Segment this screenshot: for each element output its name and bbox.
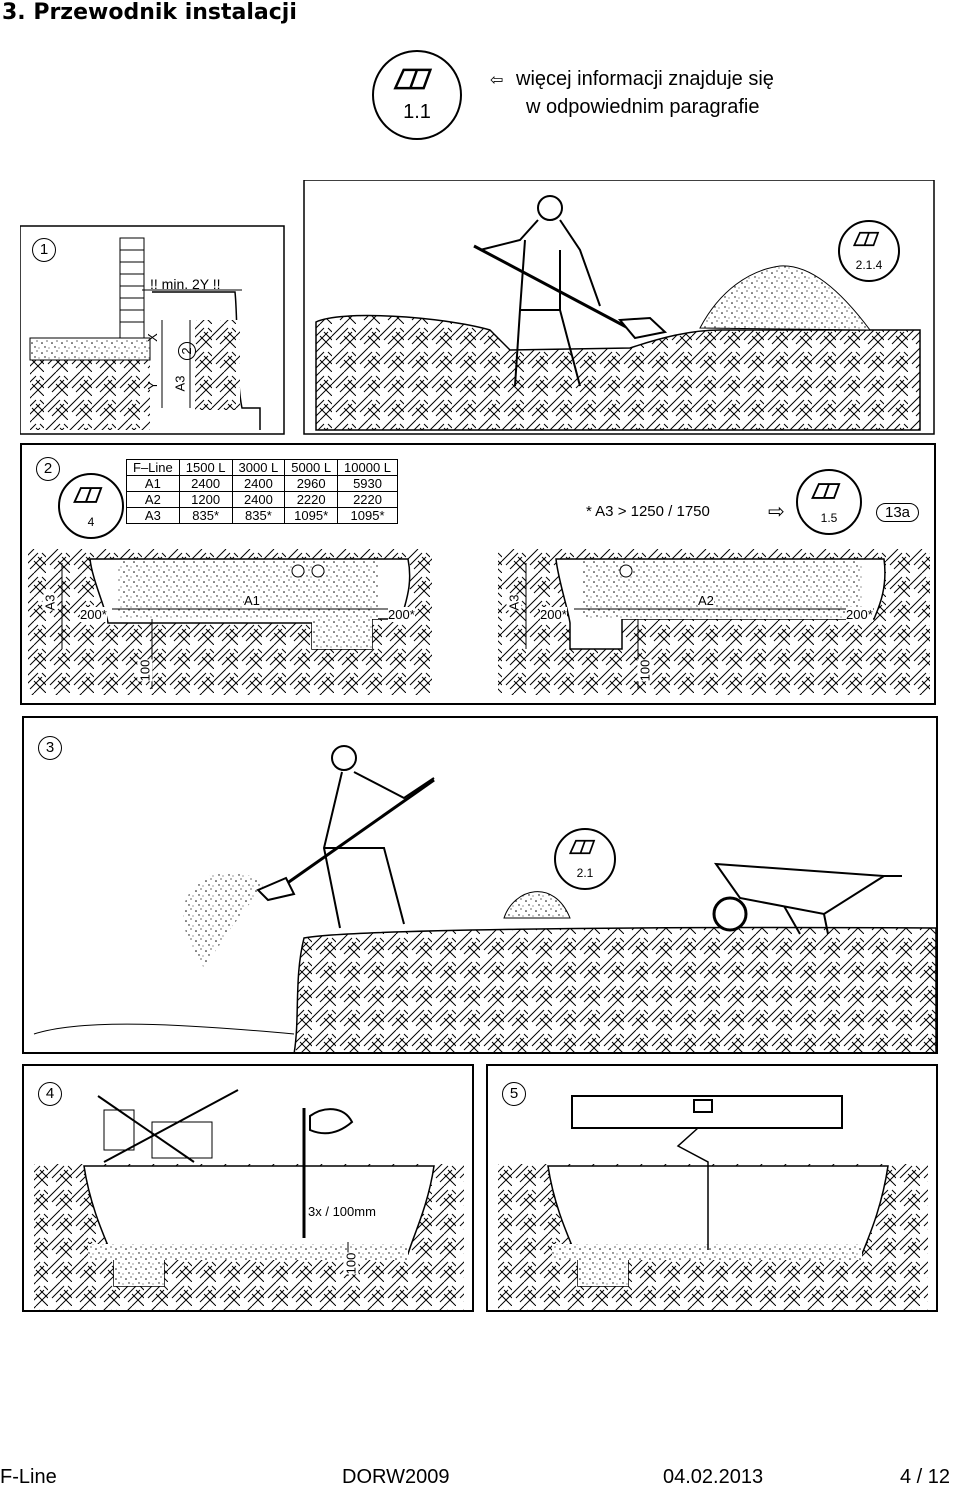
table-cell: A2 [126, 491, 180, 508]
step-3-drawing [33, 745, 936, 1052]
dim-a2: A2 [698, 593, 714, 608]
book-icon [810, 481, 848, 501]
table-cell: 2220 [337, 491, 399, 508]
step-number-5: 5 [502, 1082, 526, 1106]
info-line-2: w odpowiednim paragrafie [526, 96, 760, 118]
table-row: A1 2400 2400 2960 5930 [126, 475, 399, 492]
reference-icon-1-5: 1.5 [796, 469, 862, 535]
table-cell: 5930 [337, 475, 399, 492]
table-cell: 2400 [231, 491, 286, 508]
book-icon [72, 485, 110, 505]
capacity-table: F–Line 1500 L 3000 L 5000 L 10000 L A1 2… [126, 459, 399, 524]
dim-depth-right: 100 [637, 659, 653, 682]
arrow-right-icon: ⇨ [768, 501, 785, 523]
step-number-3: 3 [38, 736, 62, 760]
step-3-panel: 3 2.1 [22, 716, 938, 1054]
table-cell: 835* [231, 507, 286, 524]
dim-side-left: 200* [540, 607, 567, 622]
reference-icon-1-1: 1.1 [372, 50, 462, 140]
note-tag: 13a [876, 503, 920, 522]
reference-label: 1.1 [403, 101, 431, 123]
step-5-drawing [498, 1095, 928, 1310]
table-header-row: F–Line 1500 L 3000 L 5000 L 10000 L [126, 459, 399, 476]
table-header-cell: 5000 L [284, 459, 339, 476]
step-1-panel: 1 !! min. 2Y !! X Y A3 2 2.1.4 [20, 180, 936, 436]
table-cell: 1095* [337, 507, 399, 524]
dim-side-left: 200* [80, 607, 107, 622]
step-1-drawing [20, 180, 935, 435]
book-icon [852, 230, 886, 248]
dimension-a3: A3 [172, 375, 188, 392]
table-cell: 2220 [284, 491, 339, 508]
reference-label: 2.1 [576, 866, 594, 880]
table-cell: A1 [126, 475, 180, 492]
table-header-cell: 1500 L [178, 459, 233, 476]
footer-date: 04.02.2013 [663, 1466, 764, 1488]
table-cell: 2960 [284, 475, 339, 492]
book-icon [568, 838, 602, 856]
dim-a3-left: A3 [42, 594, 58, 611]
step-4-panel: 4 3x / 100mm 100 [22, 1064, 474, 1312]
footer-product: F-Line [0, 1466, 57, 1488]
reference-label: 1.5 [820, 511, 838, 525]
step-5-panel: 5 [486, 1064, 938, 1312]
footer-doc-code: DORW2009 [342, 1466, 450, 1488]
table-cell: 2400 [231, 475, 286, 492]
reference-icon-2-1: 2.1 [554, 828, 616, 890]
reference-label: 4 [87, 515, 95, 529]
table-row: A2 1200 2400 2220 2220 [126, 491, 399, 508]
min-distance-label: !! min. 2Y !! [150, 276, 221, 292]
dim-side-right: 200* [388, 607, 415, 622]
dim-depth-left: 100 [137, 659, 153, 682]
step-4-drawing [34, 1089, 464, 1310]
reference-icon-2-1-4: 2.1.4 [838, 220, 900, 282]
step-number-4: 4 [38, 1082, 62, 1106]
dim-depth: 100 [343, 1252, 359, 1275]
table-header-cell: 3000 L [231, 459, 286, 476]
reference-label: 2.1.4 [855, 258, 883, 272]
table-header-cell: 10000 L [337, 459, 399, 476]
step-number-2: 2 [36, 457, 60, 481]
compaction-note: 3x / 100mm [308, 1204, 376, 1219]
dim-a1: A1 [244, 593, 260, 608]
a3-reference: 2 [178, 342, 196, 360]
footer-page: 4 / 12 [900, 1466, 951, 1488]
table-header-cell: F–Line [126, 459, 180, 476]
table-cell: A3 [126, 507, 180, 524]
step-number-1: 1 [32, 238, 56, 262]
dimension-y: Y [144, 381, 160, 390]
section-drawings [28, 549, 930, 695]
book-icon [392, 66, 442, 92]
table-cell: 835* [178, 507, 233, 524]
dim-side-right: 200* [846, 607, 873, 622]
a3-note: * A3 > 1250 / 1750 [586, 503, 710, 520]
reference-icon-4: 4 [58, 473, 124, 539]
dimension-x: X [144, 333, 160, 342]
info-line-1: więcej informacji znajduje się [516, 68, 774, 90]
arrow-left-icon: ⇦ [490, 72, 504, 89]
table-row: A3 835* 835* 1095* 1095* [126, 507, 399, 524]
page-title: 3. Przewodnik instalacji [2, 0, 297, 25]
table-cell: 1095* [284, 507, 339, 524]
table-cell: 1200 [178, 491, 233, 508]
table-cell: 2400 [178, 475, 233, 492]
info-note: ⇦ więcej informacji znajduje się w odpowi… [490, 66, 774, 120]
step-2-panel: 2 4 F–Line 1500 L 3000 L 5000 L 10000 L … [20, 443, 936, 705]
dim-a3-right: A3 [506, 594, 522, 611]
